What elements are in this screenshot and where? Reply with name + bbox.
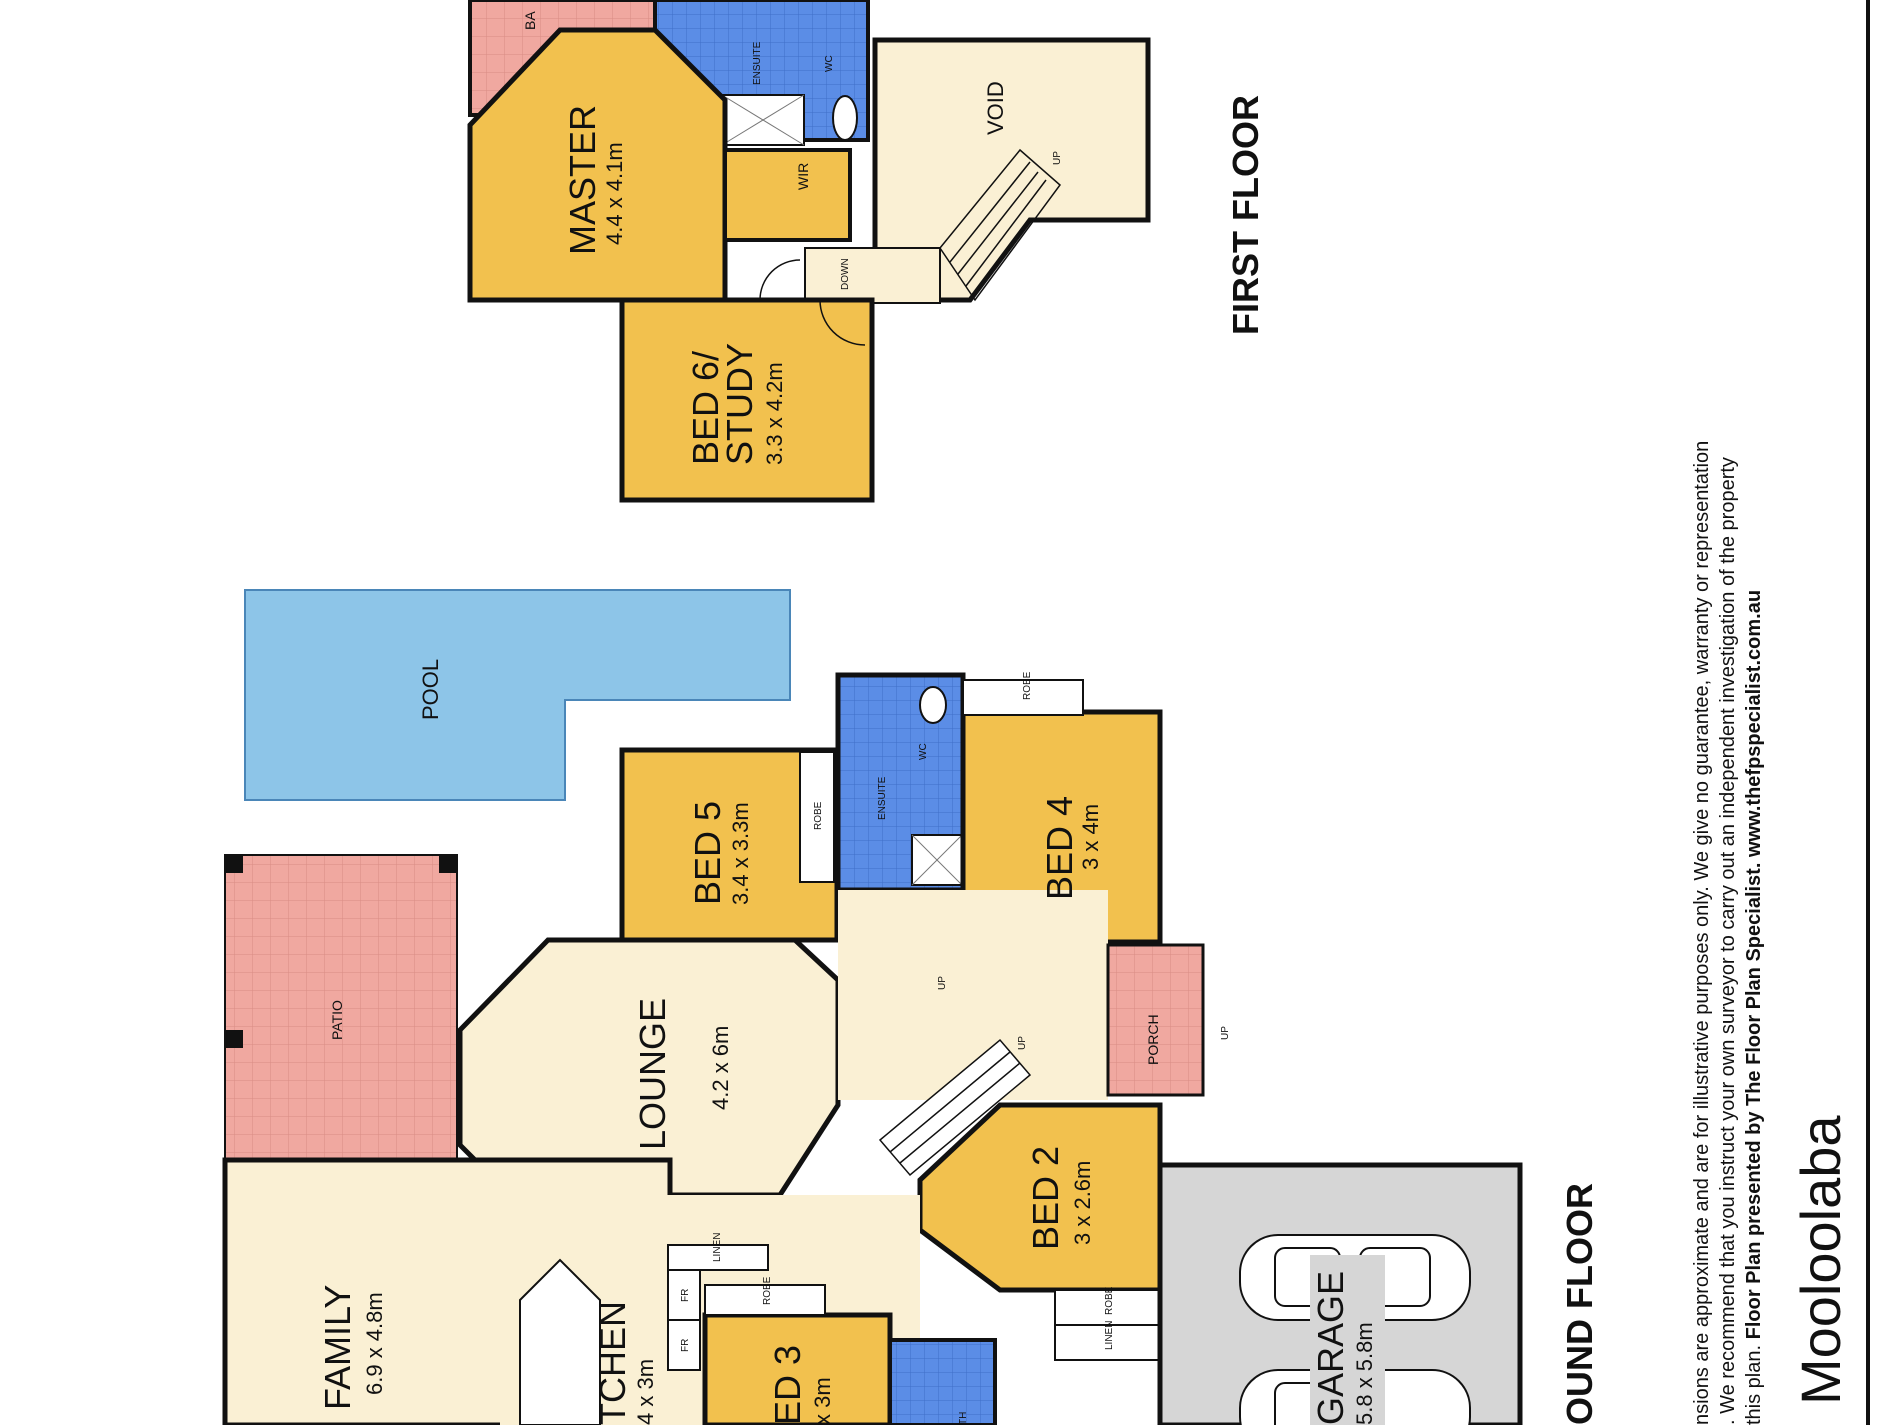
label-garage: GARAGE — [1310, 1271, 1351, 1425]
bed2-room — [917, 1102, 1163, 1293]
linen-kitchen — [667, 1244, 769, 1271]
landing-first — [804, 247, 941, 304]
label-pool: POOL — [418, 659, 443, 720]
disclaimer-line3-bold: Floor Plan presented by The Floor Plan S… — [1743, 590, 1765, 1339]
label-bed3: ED 3 — [767, 1345, 808, 1425]
label-lounge-dim: 4.2 x 6m — [708, 1026, 733, 1110]
label-ensuite-ground: ENSUITE — [877, 776, 888, 820]
label-bath-ground: TH — [958, 1412, 969, 1425]
door-master — [759, 259, 801, 301]
label-family: FAMILY — [317, 1285, 358, 1410]
label-wc-first: WC — [824, 55, 835, 72]
label-bed2: BED 2 — [1025, 1146, 1066, 1250]
first-floor-heading: FIRST FLOOR — [1225, 95, 1266, 335]
first-floor — [467, 0, 1151, 503]
label-down-first: DOWN — [840, 258, 851, 290]
label-master-dim: 4.4 x 4.1m — [602, 142, 627, 245]
fridge-1 — [667, 1269, 701, 1321]
bath-ground-room — [888, 1338, 997, 1425]
label-master: MASTER — [562, 105, 603, 255]
disclaimer-line1: nsions are approximate and are for illus… — [1691, 441, 1713, 1425]
label-patio: PATIO — [329, 1000, 345, 1040]
disclaimer-line3-prefix: this plan. — [1743, 1345, 1765, 1425]
fridge-2 — [667, 1319, 701, 1371]
label-bed6-line1: BED 6/ — [685, 351, 726, 465]
label-bed4: BED 4 — [1039, 796, 1080, 900]
label-garage-dim: 5.8 x 5.8m — [1352, 1322, 1377, 1425]
label-bed2-dim: 3 x 2.6m — [1070, 1161, 1095, 1245]
label-bed6-line2: STUDY — [719, 343, 760, 465]
label-linen-hall: LINEN — [1104, 1321, 1115, 1350]
label-ensuite-first: ENSUITE — [752, 41, 763, 85]
room-labels: BA ENSUITE WC MASTER 4.4 x 4.1m WIR VOID… — [317, 11, 1377, 1425]
porch-area — [1106, 943, 1205, 1097]
label-wc-ground: WC — [918, 743, 929, 760]
label-up-stairs: UP — [1017, 1036, 1028, 1050]
robe-bed5 — [799, 751, 835, 883]
label-wir: WIR — [795, 163, 811, 190]
garage-label-bg — [1310, 1255, 1385, 1425]
label-bed5-dim: 3.4 x 3.3m — [728, 802, 753, 905]
label-up-hall: UP — [937, 976, 948, 990]
label-void: VOID — [983, 81, 1008, 135]
label-robe-bed5: ROBE — [813, 801, 824, 830]
label-robe-bed2: ROBE — [1104, 1286, 1115, 1315]
label-up-porch: UP — [1220, 1026, 1231, 1040]
stairs-first — [939, 148, 1062, 302]
label-fridge-1: FR — [680, 1289, 691, 1302]
label-robe-bed3: ROBE — [762, 1276, 773, 1305]
label-bath-first: BA — [522, 11, 538, 30]
label-up-first: UP — [1052, 151, 1063, 165]
patio-area — [224, 854, 458, 1161]
label-family-dim: 6.9 x 4.8m — [362, 1292, 387, 1395]
ground-floor-heading: OUND FLOOR — [1559, 1183, 1600, 1425]
stairs-ground — [878, 1038, 1032, 1177]
label-porch: PORCH — [1145, 1014, 1161, 1065]
fixture-labels: ROBE ROBE ROBE ROBE LINEN LINEN FR FR UP… — [680, 151, 1231, 1352]
pool-area — [244, 589, 791, 801]
door-bed6 — [819, 299, 866, 346]
robe-bed3 — [704, 1284, 826, 1316]
wir-room — [723, 148, 852, 242]
disclaimer: nsions are approximate and are for illus… — [1691, 441, 1765, 1425]
label-kitchen-dim: 4 x 3m — [633, 1359, 658, 1425]
toilet-first — [832, 95, 858, 141]
toilet-ground — [919, 686, 947, 724]
label-robe-bed4: ROBE — [1022, 671, 1033, 700]
property-title: Mooloolaba — [1789, 1115, 1852, 1405]
disclaimer-line2: . We recommend that you instruct your ow… — [1717, 457, 1739, 1425]
label-bed5: BED 5 — [687, 801, 728, 905]
ground-floor — [222, 672, 1523, 1425]
label-lounge: LOUNGE — [632, 998, 673, 1150]
label-kitchen: TCHEN — [592, 1301, 633, 1425]
disclaimer-line3: this plan. Floor Plan presented by The F… — [1743, 590, 1765, 1425]
robe-bed4 — [962, 679, 1084, 716]
label-linen-kitchen: LINEN — [712, 1233, 723, 1262]
bed6-room — [619, 297, 875, 503]
label-fridge-2: FR — [680, 1339, 691, 1352]
label-bed4-dim: 3 x 4m — [1078, 804, 1103, 870]
label-bed6-dim: 3.3 x 4.2m — [762, 362, 787, 465]
kitchen-bench — [519, 1258, 601, 1425]
label-bed3-dim: x 3m — [810, 1377, 835, 1425]
